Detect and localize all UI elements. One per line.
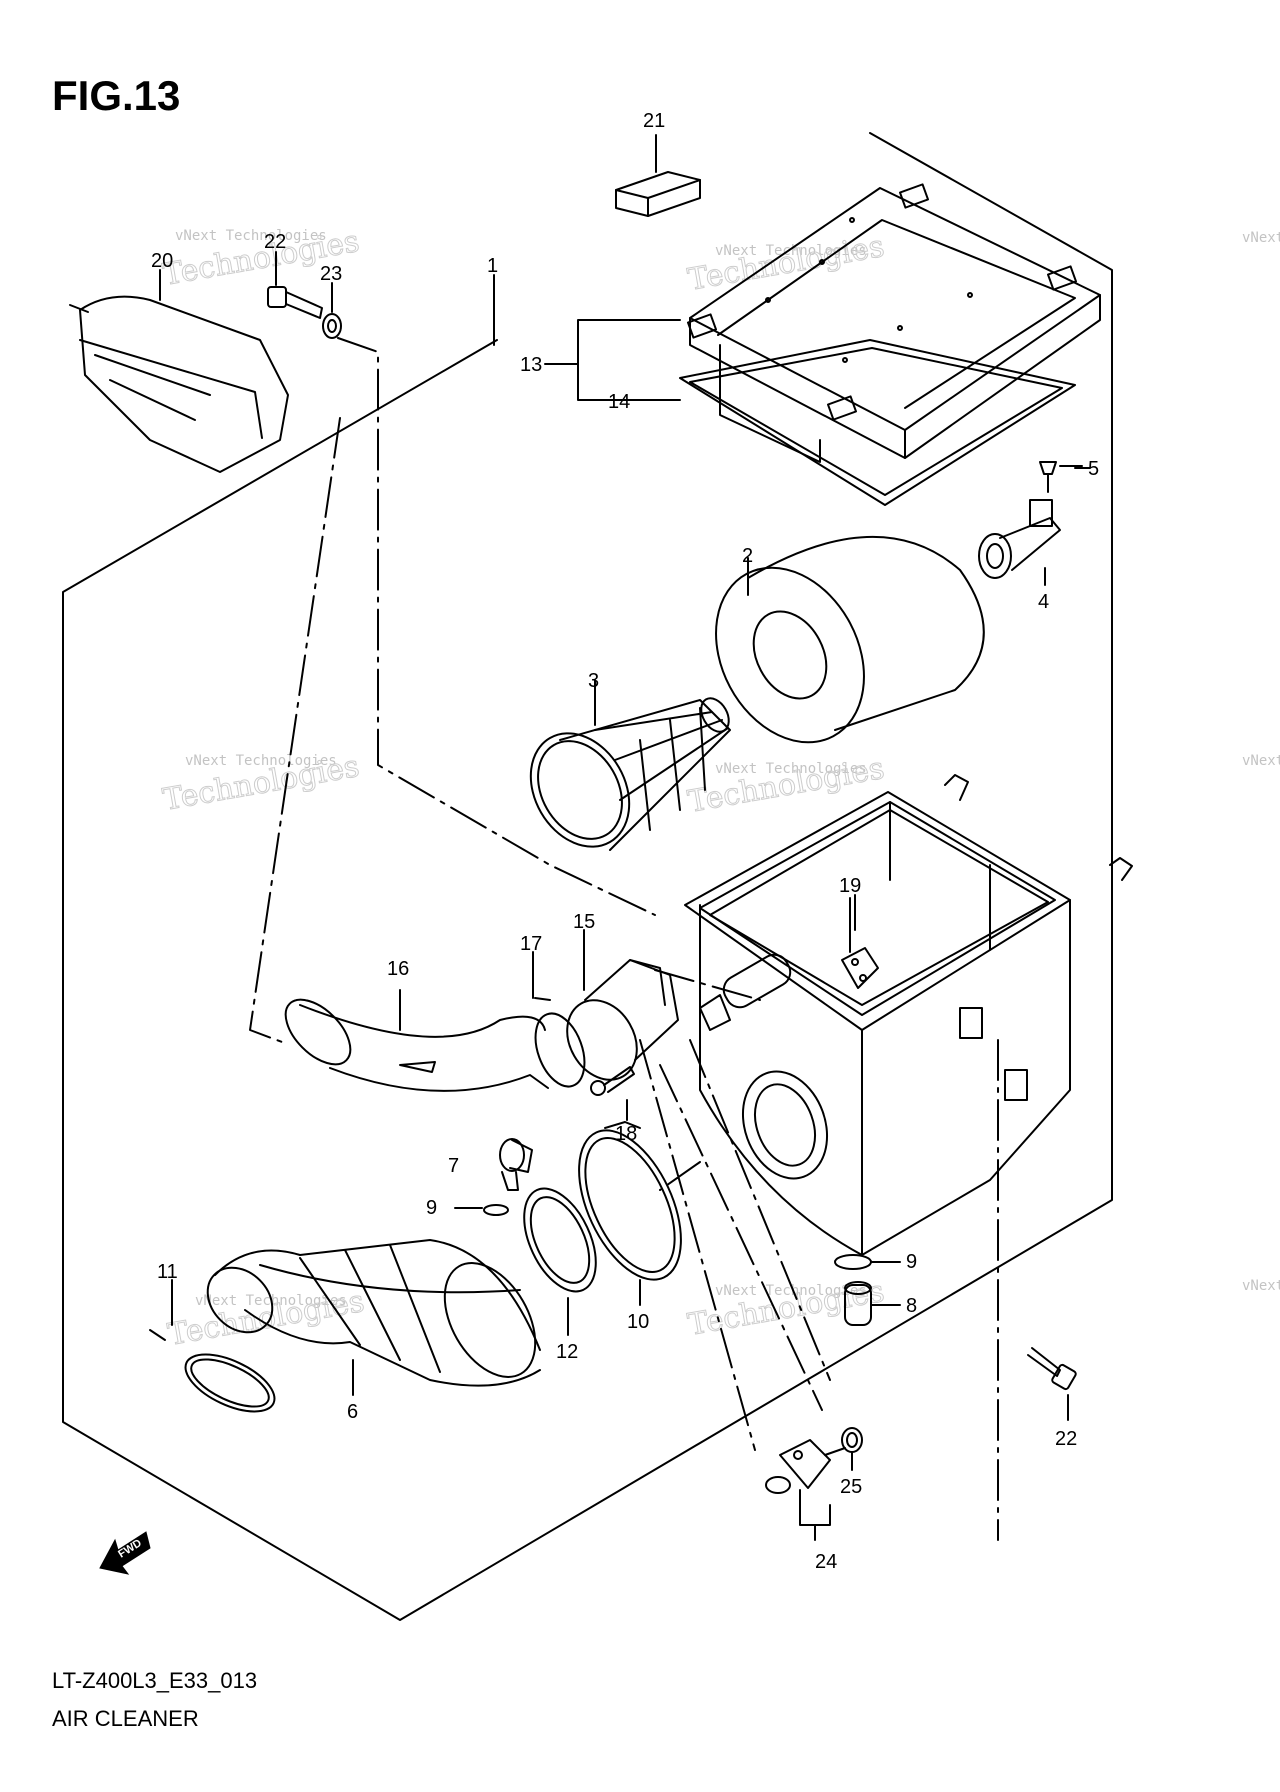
watermark-text: vNext bbox=[1242, 753, 1280, 769]
watermark-text: vNext Technologies bbox=[715, 243, 867, 259]
callout-5: 5 bbox=[1088, 458, 1099, 480]
part-5-screw bbox=[1039, 461, 1083, 493]
callout-22: 22 bbox=[264, 231, 286, 253]
callout-15: 15 bbox=[573, 911, 595, 933]
watermark-text: vNext Technologies bbox=[715, 1283, 867, 1299]
part-12-screen bbox=[523, 1187, 597, 1336]
phantom-line bbox=[249, 337, 656, 1043]
figure-title: FIG.13 bbox=[52, 72, 181, 119]
callout-10: 10 bbox=[627, 1311, 649, 1333]
part-8-drain-cap bbox=[844, 1281, 901, 1326]
part-14-cover-seal bbox=[679, 339, 1076, 506]
leader-13-14 bbox=[544, 319, 681, 401]
part-15-inlet-holder bbox=[566, 929, 731, 1081]
part-9-clip-upper bbox=[454, 1204, 509, 1216]
callout-2: 2 bbox=[742, 545, 753, 567]
part-4-drain-holder bbox=[978, 499, 1061, 586]
part-22-bolt-upper bbox=[267, 251, 323, 319]
watermark-text: vNext Technologies bbox=[185, 753, 337, 769]
callout-21: 21 bbox=[643, 110, 665, 132]
callout-12: 12 bbox=[556, 1341, 578, 1363]
callout-3: 3 bbox=[588, 670, 599, 692]
callout-4: 4 bbox=[1038, 591, 1049, 613]
callout-17: 17 bbox=[520, 933, 542, 955]
callout-6: 6 bbox=[347, 1401, 358, 1423]
assembly-boundary-outline bbox=[62, 132, 1113, 1621]
part-24-drain-assembly bbox=[765, 1439, 846, 1541]
callout-23: 23 bbox=[320, 263, 342, 285]
callout-1: 1 bbox=[487, 255, 498, 277]
part-21-foam-pad bbox=[615, 134, 701, 217]
part-16-inlet-hose bbox=[284, 989, 549, 1092]
watermark-3: vNext Technologies Technologies bbox=[160, 748, 363, 818]
watermark-text: vNext bbox=[1242, 1278, 1280, 1294]
watermark-text: vNext bbox=[1242, 230, 1280, 246]
part-3-filter-cage bbox=[529, 679, 731, 851]
fwd-arrow-icon: FWD bbox=[99, 1531, 151, 1575]
diagram-code: LT-Z400L3_E33_013 bbox=[52, 1668, 258, 1693]
part-1-air-cleaner-case bbox=[684, 774, 1133, 1256]
callout-13: 13 bbox=[520, 354, 542, 376]
part-19-plate bbox=[841, 897, 879, 989]
part-10-clamp bbox=[578, 1121, 682, 1306]
part-9-clip-lower bbox=[834, 1254, 901, 1270]
part-13-air-cleaner-cover bbox=[686, 183, 1101, 463]
callout-9: 9 bbox=[426, 1197, 437, 1219]
part-6-inlet-duct bbox=[206, 1239, 541, 1396]
part-18-screw bbox=[590, 1066, 635, 1121]
callout-9: 9 bbox=[906, 1251, 917, 1273]
callout-16: 16 bbox=[387, 958, 409, 980]
callout-24: 24 bbox=[815, 1551, 837, 1573]
part-20-intake-cover bbox=[69, 269, 289, 473]
callout-7: 7 bbox=[448, 1155, 459, 1177]
watermark-text: vNext Technologies bbox=[175, 228, 327, 244]
part-23-washer bbox=[322, 282, 342, 339]
watermark-edge: vNext vNext vNext bbox=[1242, 230, 1280, 1294]
callout-labels: 1 2 3 4 5 6 7 8 9 9 10 11 12 13 14 15 16… bbox=[151, 110, 1099, 1573]
callout-22: 22 bbox=[1055, 1428, 1077, 1450]
part-22-bolt-lower bbox=[1027, 1347, 1077, 1421]
watermark-text: vNext Technologies bbox=[715, 761, 867, 777]
phantom-line bbox=[639, 969, 999, 1541]
callout-14: 14 bbox=[608, 391, 630, 413]
diagram-name: AIR CLEANER bbox=[52, 1706, 199, 1731]
part-17-clamp bbox=[532, 951, 586, 1088]
part-7-sensor bbox=[499, 1138, 533, 1191]
callout-19: 19 bbox=[839, 875, 861, 897]
callout-11: 11 bbox=[157, 1261, 178, 1283]
callout-8: 8 bbox=[906, 1295, 917, 1317]
part-11-clamp bbox=[149, 1279, 276, 1413]
part-25-o-ring bbox=[841, 1427, 863, 1471]
part-2-filter-element bbox=[715, 536, 985, 744]
callout-18: 18 bbox=[615, 1123, 637, 1145]
callout-25: 25 bbox=[840, 1476, 862, 1498]
callout-20: 20 bbox=[151, 250, 173, 272]
